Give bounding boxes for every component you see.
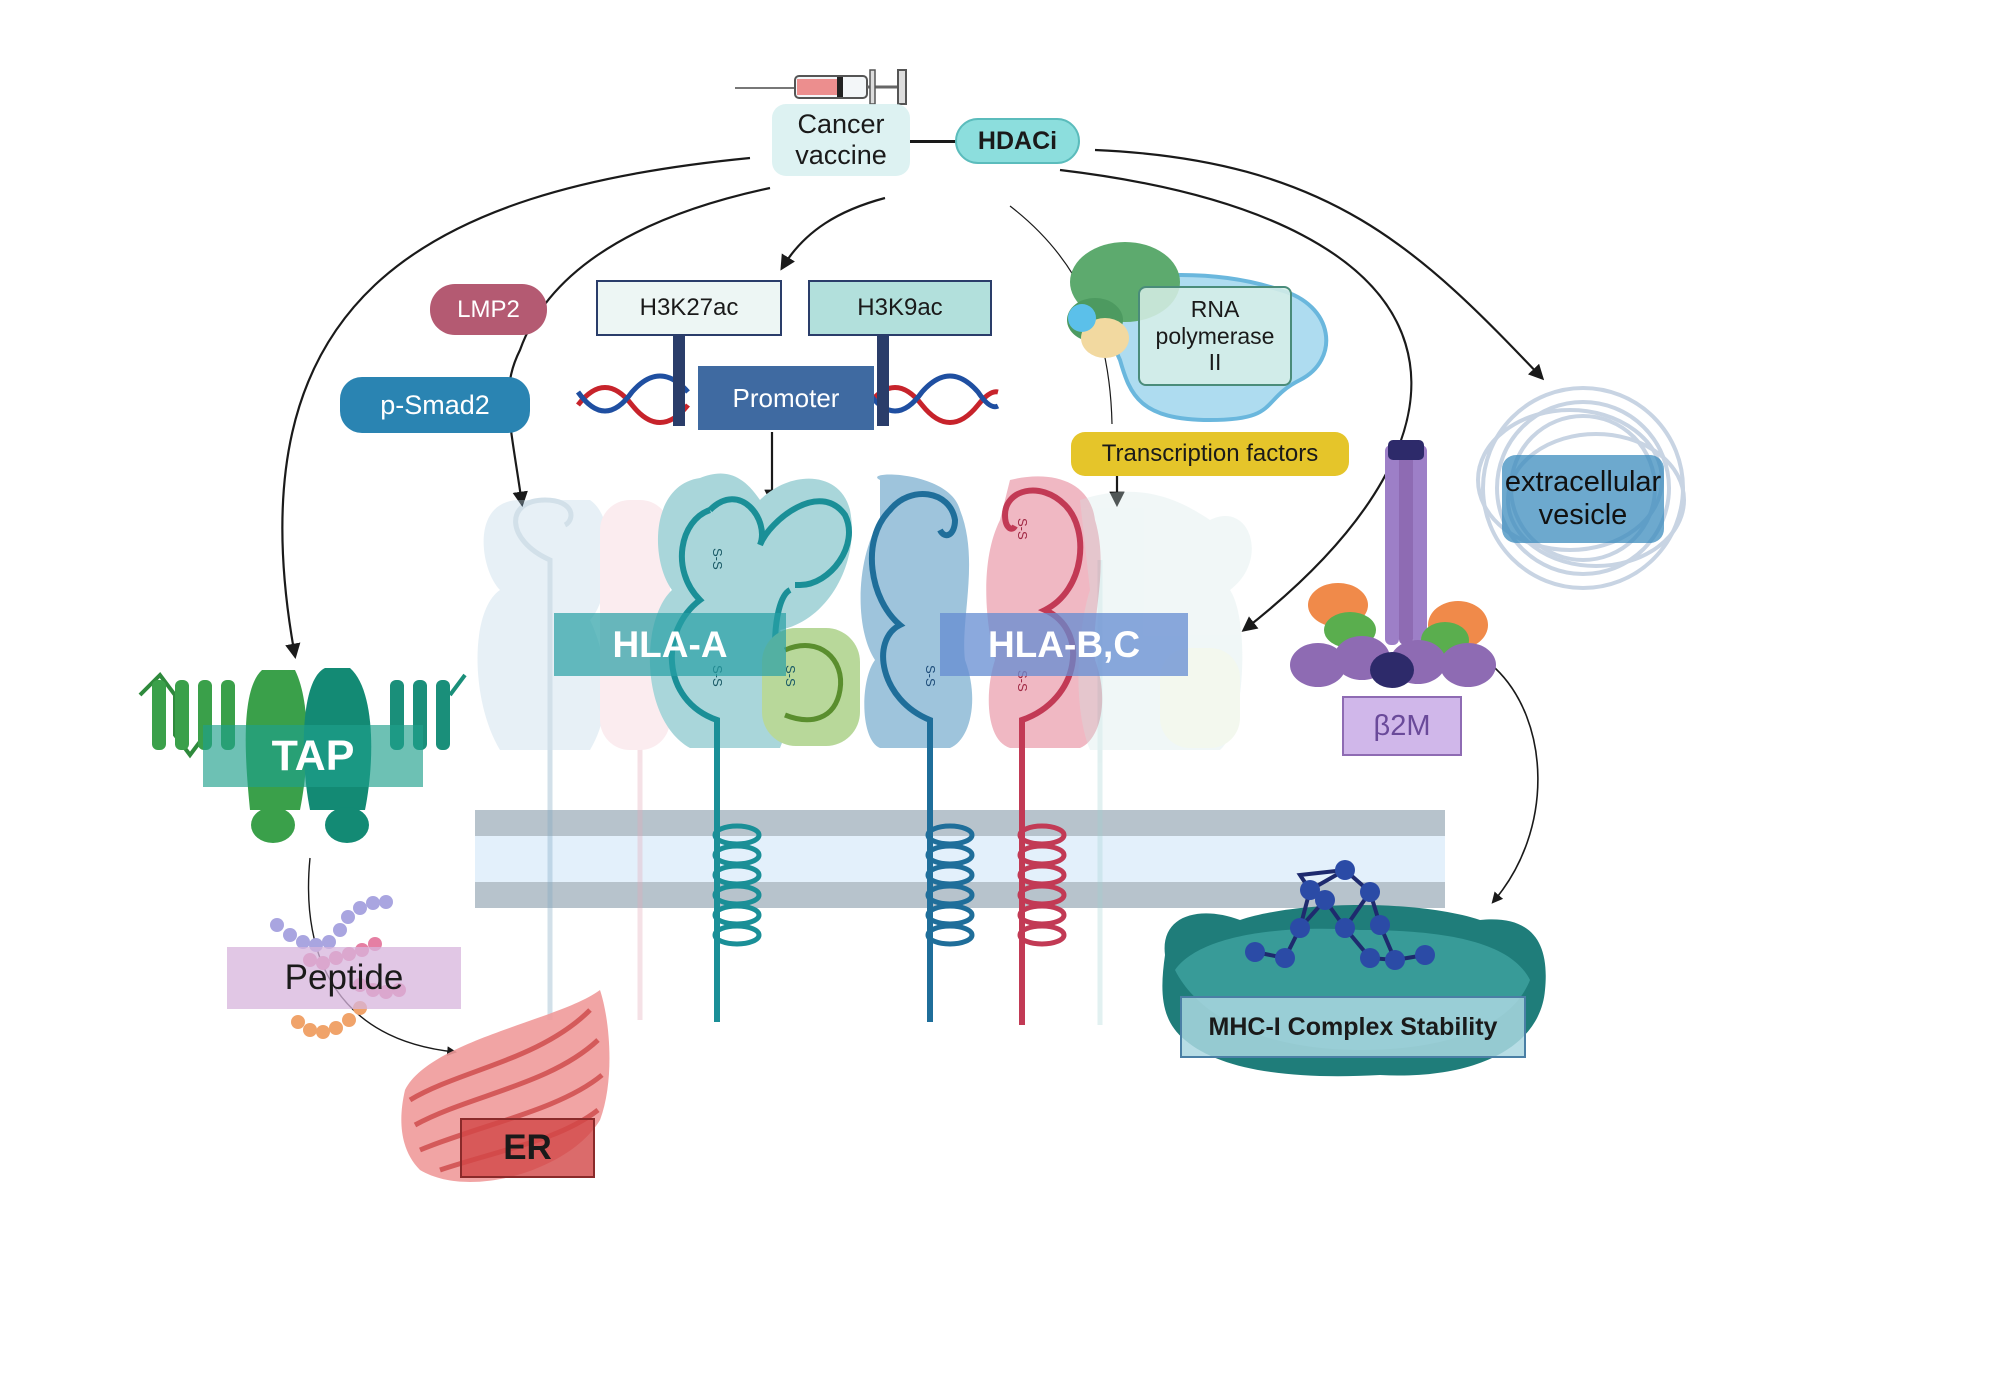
dna-helix-icon <box>575 373 1000 425</box>
disulfide-hla-c-top: S-S <box>1015 518 1030 540</box>
hla-bc-label: HLA-B,C <box>940 613 1188 676</box>
promoter-box: Promoter <box>698 366 874 430</box>
hdaci-badge: HDACi <box>955 118 1080 164</box>
h3k27ac-box: H3K27ac <box>596 280 782 336</box>
histone-mark-stems <box>673 334 889 426</box>
hla-b-molecule <box>860 474 975 1022</box>
b2m-complex-icon <box>1290 440 1496 688</box>
arrow-to-hla-b2m <box>1059 168 1413 632</box>
disulfide-hla-a-top: S-S <box>710 548 725 570</box>
disulfide-hla-b: S-S <box>923 665 938 687</box>
vaccine-hdaci-connector <box>910 140 960 143</box>
hla-faded-left <box>477 497 670 1020</box>
lmp2-badge: LMP2 <box>430 284 547 335</box>
hla-molecules: S-S S-S S-S S-S S-S S-S <box>477 473 1252 1025</box>
peptide-label: Peptide <box>227 947 461 1009</box>
h3k9ac-box: H3K9ac <box>808 280 992 336</box>
cancer-vaccine-label: Cancer vaccine <box>772 104 910 176</box>
arrow-b2m-to-stability <box>1491 667 1539 904</box>
arrow-to-tap <box>281 156 751 660</box>
arrow-to-hla-left <box>507 186 771 508</box>
transcription-factors-badge: Transcription factors <box>1071 432 1349 476</box>
cancer-vaccine-line2: vaccine <box>795 140 887 170</box>
vesicle-line1: extracellular <box>1504 465 1662 498</box>
cancer-vaccine-line1: Cancer <box>797 108 885 139</box>
rna-polymerase-line3: II <box>1208 349 1222 376</box>
er-label: ER <box>460 1118 595 1178</box>
disulfide-beta2m: S-S <box>783 665 798 687</box>
hla-a-molecule <box>649 473 852 1022</box>
arrow-to-vesicle <box>1094 148 1545 381</box>
pathway-arrows <box>281 148 1545 1057</box>
arrow-to-promoter <box>780 196 886 271</box>
mhc-complex-stability-label: MHC-I Complex Stability <box>1180 996 1526 1058</box>
p-smad2-badge: p-Smad2 <box>340 377 530 433</box>
rna-polymerase-line1: RNA <box>1190 296 1240 323</box>
b2m-label: β2M <box>1342 696 1462 756</box>
beta2m-domain-green <box>762 628 860 746</box>
plasma-membrane <box>475 810 1445 908</box>
extracellular-vesicle-label: extracellular vesicle <box>1502 455 1664 543</box>
rna-polymerase-label: RNA polymerase II <box>1138 286 1292 386</box>
syringe-icon <box>735 69 907 105</box>
vesicle-line2: vesicle <box>1538 499 1628 531</box>
tap-label: TAP <box>203 725 423 787</box>
hla-a-label: HLA-A <box>554 613 786 676</box>
hla-c-molecule <box>986 476 1103 1025</box>
rna-polymerase-line2: polymerase <box>1155 322 1275 349</box>
